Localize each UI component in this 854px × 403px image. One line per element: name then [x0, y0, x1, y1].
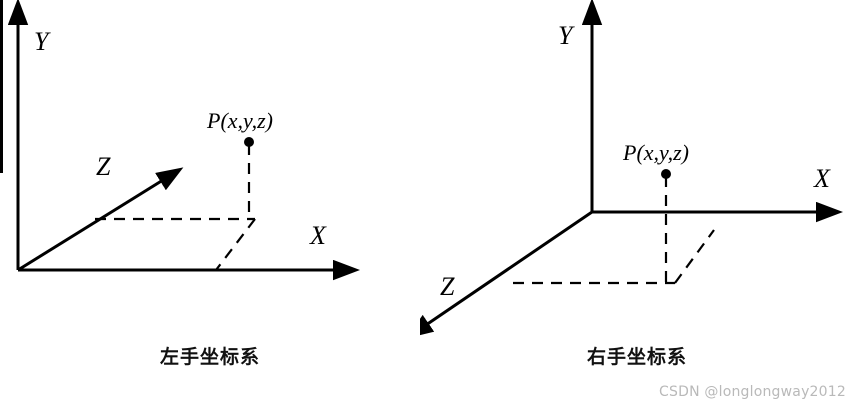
right-z-axis-line — [406, 210, 593, 339]
left-edge-strip — [0, 0, 3, 173]
watermark-text: CSDN @longlongway2012 — [659, 384, 846, 400]
left-figure-caption: 左手坐标系 — [159, 346, 260, 368]
right-handed-axes-svg: Y X Z P(x,y,z) — [406, 0, 843, 339]
left-y-axis-label: Y — [34, 27, 51, 56]
right-figure-caption: 右手坐标系 — [586, 346, 687, 368]
right-y-axis-label: Y — [558, 21, 575, 50]
right-handed-coordinate-figure: Y X Z P(x,y,z) 右手坐标系 — [406, 0, 854, 403]
left-x-axis-label: X — [309, 221, 327, 250]
left-z-axis-line — [17, 167, 184, 272]
right-x-axis-label: X — [813, 164, 831, 193]
right-point-marker — [661, 169, 671, 179]
left-handed-coordinate-figure: Y X Z P(x,y,z) 左手坐标系 — [0, 0, 420, 403]
left-projection-line-diagonal — [215, 218, 256, 271]
right-projection-line-diagonal — [674, 229, 715, 284]
right-z-axis-label: Z — [440, 272, 455, 301]
left-point-marker — [244, 137, 254, 147]
right-point-label: P(x,y,z) — [622, 140, 689, 165]
left-handed-axes-svg: Y X Z P(x,y,z) — [7, 0, 360, 281]
left-z-axis-label: Z — [96, 152, 111, 181]
left-point-label: P(x,y,z) — [206, 108, 273, 133]
